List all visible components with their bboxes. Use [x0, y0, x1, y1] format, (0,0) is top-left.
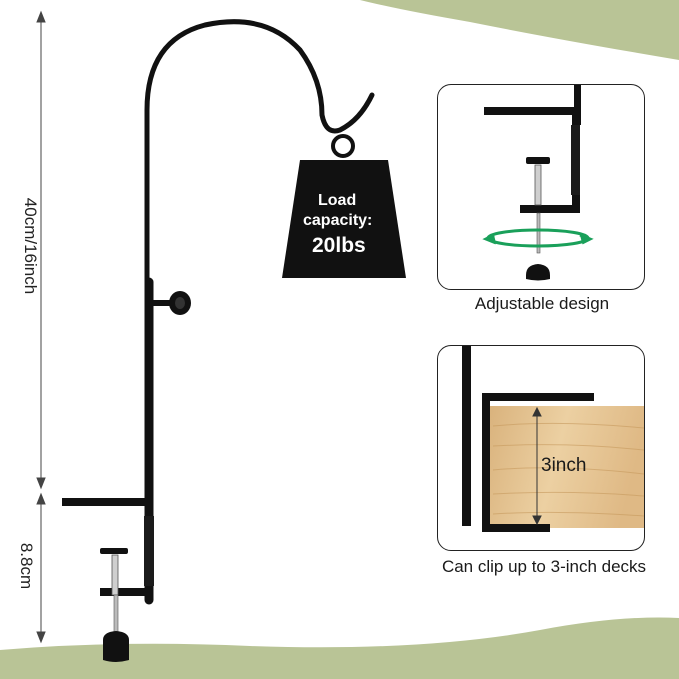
- main-clamp: [62, 498, 154, 662]
- clamp-closeup: [482, 85, 594, 281]
- adjust-knob-icon: [153, 291, 191, 315]
- adjustable-design-panel: [437, 84, 645, 290]
- bg-blob-top-right: [360, 0, 679, 60]
- adjustable-design-caption: Adjustable design: [474, 294, 610, 313]
- clamp-height-label: 8.8cm: [17, 542, 36, 590]
- load-text-line1: Load: [318, 192, 357, 209]
- deck-thickness-label: 3inch: [541, 455, 587, 476]
- load-text-line2: capacity:: [303, 212, 373, 229]
- rotation-arrow-icon: [482, 228, 594, 248]
- pole-height-label: 40cm/16inch: [21, 197, 40, 295]
- load-text-line3: 20lbs: [312, 234, 366, 257]
- dimension-lines: [36, 10, 46, 644]
- bg-blob-bottom: [0, 617, 679, 679]
- deck-closeup: [462, 346, 644, 532]
- deck-clip-caption: Can clip up to 3-inch decks: [441, 557, 647, 576]
- deck-clip-panel: [437, 345, 645, 551]
- load-weight: [282, 134, 406, 278]
